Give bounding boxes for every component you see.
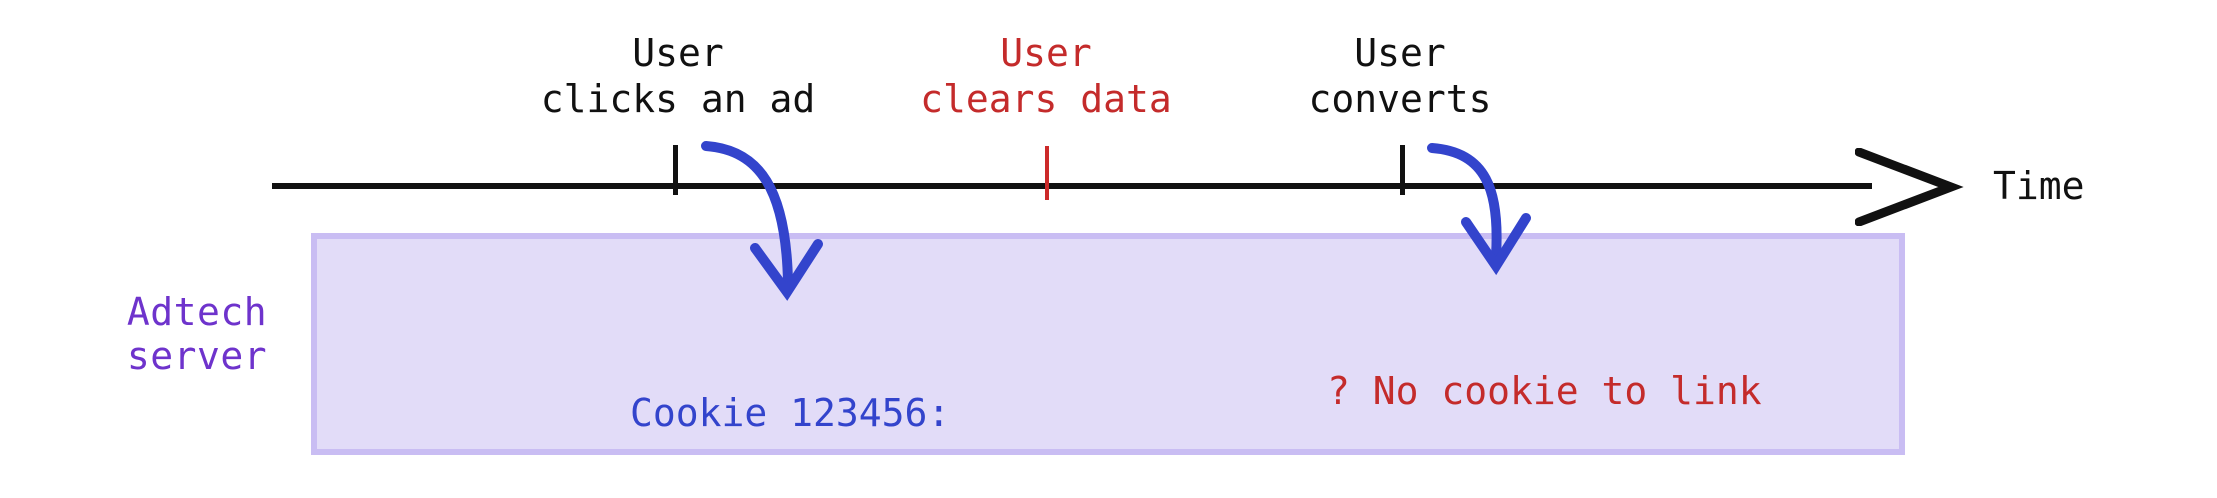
note-line: ? No cookie to link [1327, 368, 1762, 415]
note-cookie-logged: Cookie 123456: Ad clicked [630, 296, 950, 498]
event-label-user-converts: User converts [1308, 31, 1492, 121]
note-no-cookie-warning: ? No cookie to link this conversion to ⇒… [1327, 274, 1762, 498]
tick-user-converts [1400, 145, 1405, 195]
note-line: Cookie 123456: [630, 390, 950, 437]
time-axis-label: Time [1993, 164, 2085, 208]
note-text: ? No cookie to link [1327, 369, 1762, 413]
timeline-axis [272, 183, 1872, 189]
event-label-user-clears-data: User clears data [920, 31, 1172, 121]
tick-user-clears-data [1045, 146, 1049, 200]
tick-user-clicks-an-ad [673, 145, 678, 195]
timeline-arrowhead-icon [1855, 148, 1964, 226]
adtech-server-label: Adtech server [126, 290, 268, 378]
note-text: Cookie 123456: [630, 391, 951, 435]
adtech-server-lane [311, 233, 1905, 455]
event-label-user-clicks-an-ad: User clicks an ad [540, 31, 816, 121]
